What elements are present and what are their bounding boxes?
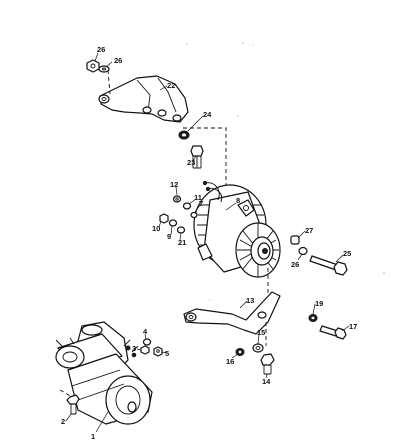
callout-3: 3 [132,344,136,353]
callout-11: 11 [194,193,202,202]
callout-24: 24 [203,110,212,119]
callout-5: 5 [165,349,169,358]
callout-19: 19 [315,299,323,308]
callout-27: 27 [305,226,313,235]
callout-1: 1 [91,432,95,441]
nut-12 [172,195,182,203]
callout-7: 7 [199,199,203,208]
callout-8: 8 [236,196,240,205]
washer-19 [308,314,318,322]
washer-21 [176,226,186,234]
alignment-line-nut [107,69,111,95]
callout-21: 21 [178,238,186,247]
spacer-27 [290,235,300,245]
callout-15: 15 [257,328,265,337]
terminal-7 [190,211,198,219]
washer-16 [235,348,245,356]
washer-26-right [298,246,308,256]
scan-specks [186,42,385,301]
washer-26-top [98,65,110,73]
callout-13: 13 [246,296,254,305]
nut-3 [140,345,150,355]
callout-26b: 26 [114,56,122,65]
callout-14: 14 [262,377,271,386]
bolt-17 [319,325,347,340]
mounting-bracket-22 [98,75,189,123]
callout-9: 9 [167,232,171,241]
nut-5 [153,346,163,357]
callout-26c: 26 [291,260,299,269]
starter-motor-1 [55,321,153,425]
washer-4 [142,338,152,346]
adjusting-bracket-13 [183,291,281,335]
bolt-23 [190,145,204,169]
nut-10 [159,213,169,224]
callout-10: 10 [152,224,160,233]
washer-9 [168,219,178,227]
lockwasher-11 [182,202,192,210]
callout-2: 2 [61,417,65,426]
alignment-line-starter-bolt [59,389,75,399]
washer-24 [178,130,190,140]
callout-26a: 26 [97,45,105,54]
callout-22: 22 [167,81,175,90]
callout-4: 4 [143,327,148,336]
bolt-25 [309,255,348,276]
callout-25: 25 [343,249,351,258]
spacer-15 [252,343,264,353]
callout-23: 23 [187,158,195,167]
callout-labels: 26 26 22 24 23 12 11 8 7 10 9 21 27 26 2… [61,45,357,441]
bolt-2 [66,394,80,415]
alternator-8 [193,180,281,278]
leader-lines [65,52,350,433]
alignment-line-top [183,127,227,205]
bolt-14 [260,353,275,375]
callout-12: 12 [170,180,178,189]
callout-17: 17 [349,322,357,331]
callout-16: 16 [226,357,234,366]
nut-26-top [86,59,100,73]
